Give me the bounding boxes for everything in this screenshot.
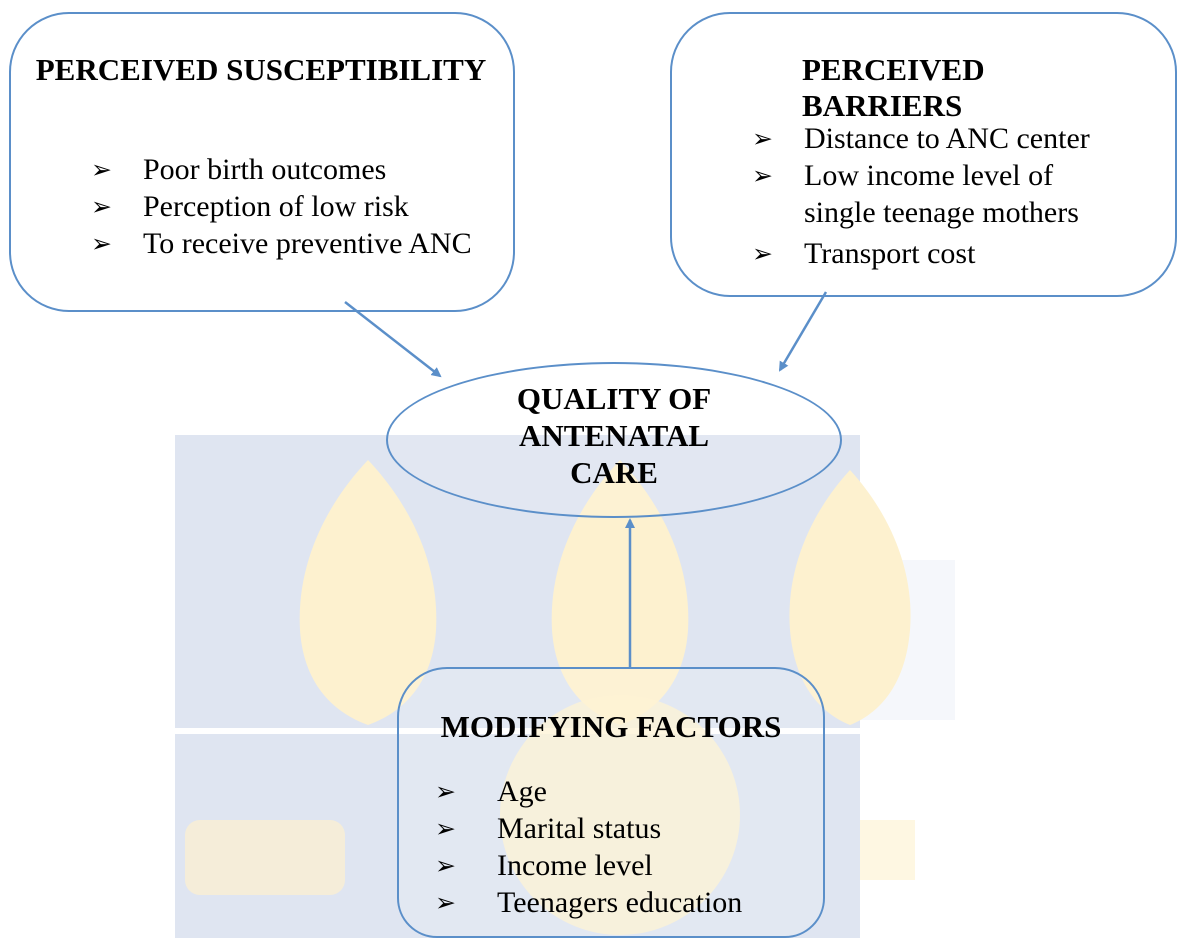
list-item-text: Teenagers education	[497, 886, 743, 919]
watermark-leaf-group	[185, 460, 915, 935]
arrowhead-bullet-icon: ➢	[435, 777, 456, 806]
list-item-text: Marital status	[497, 812, 662, 845]
perceived-susceptibility-title: PERCEIVED SUSCEPTIBILITY	[11, 52, 511, 88]
list-item: ➢ Distance to ANC center	[752, 120, 1092, 157]
list-item: ➢ Income level	[435, 847, 742, 884]
title-text: QUALITY OF ANTENATAL CARE	[516, 381, 712, 490]
modifying-factors-box: MODIFYING FACTORS ➢ Age ➢ Marital status ➢…	[397, 667, 825, 938]
list-item: ➢ To receive preventive ANC	[91, 225, 481, 262]
perceived-susceptibility-box: PERCEIVED SUSCEPTIBILITY ➢ Poor birth out…	[9, 12, 515, 312]
list-item-text: Income level	[497, 849, 653, 882]
arrowhead-bullet-icon: ➢	[91, 192, 112, 221]
quality-of-antenatal-care-title: QUALITY OF ANTENATAL CARE	[388, 380, 840, 491]
list-item-text: Distance to ANC center	[804, 122, 1090, 155]
arrowhead-bullet-icon: ➢	[752, 239, 773, 268]
list-item: ➢ Teenagers education	[435, 884, 742, 921]
list-item-text: Transport cost	[804, 237, 976, 270]
list-item: ➢ Transport cost	[752, 235, 1092, 272]
barriers-bullet-list: ➢ Distance to ANC center ➢ Low income leve…	[752, 120, 1092, 272]
list-item: ➢ Age	[435, 773, 742, 810]
list-item: ➢ Marital status	[435, 810, 742, 847]
title-text: MODIFYING FACTORS	[440, 709, 782, 744]
list-item: ➢ Perception of low risk	[91, 188, 481, 225]
perceived-barriers-title: PERCEIVED BARRIERS	[802, 52, 1022, 124]
quality-of-antenatal-care-ellipse: QUALITY OF ANTENATAL CARE	[386, 362, 842, 518]
list-item-text: Perception of low risk	[143, 190, 409, 223]
susceptibility-bullet-list: ➢ Poor birth outcomes ➢ Perception of low …	[91, 151, 481, 262]
arrowhead-bullet-icon: ➢	[752, 161, 773, 190]
arrowhead-bullet-icon: ➢	[435, 814, 456, 843]
list-item-text: Poor birth outcomes	[143, 153, 387, 186]
list-item-text: Low income level of single teenage mothe…	[804, 159, 1079, 229]
arrowhead-bullet-icon: ➢	[91, 155, 112, 184]
arrowhead-bullet-icon: ➢	[91, 229, 112, 258]
list-item-text: To receive preventive ANC	[143, 227, 472, 260]
list-item: ➢ Low income level of single teenage moth…	[752, 157, 1092, 231]
arrowhead-bullet-icon: ➢	[435, 888, 456, 917]
title-text: PERCEIVED SUSCEPTIBILITY	[35, 52, 487, 87]
title-text: PERCEIVED BARRIERS	[802, 52, 985, 123]
arrowhead-bullet-icon: ➢	[752, 124, 773, 153]
modifying-factors-title: MODIFYING FACTORS	[399, 709, 823, 745]
list-item-text: Age	[497, 775, 547, 808]
arrowhead-bullet-icon: ➢	[435, 851, 456, 880]
modifying-bullet-list: ➢ Age ➢ Marital status ➢ Income level ➢ Teen…	[435, 773, 742, 921]
list-item: ➢ Poor birth outcomes	[91, 151, 481, 188]
perceived-barriers-box: PERCEIVED BARRIERS ➢ Distance to ANC cent…	[670, 12, 1177, 297]
